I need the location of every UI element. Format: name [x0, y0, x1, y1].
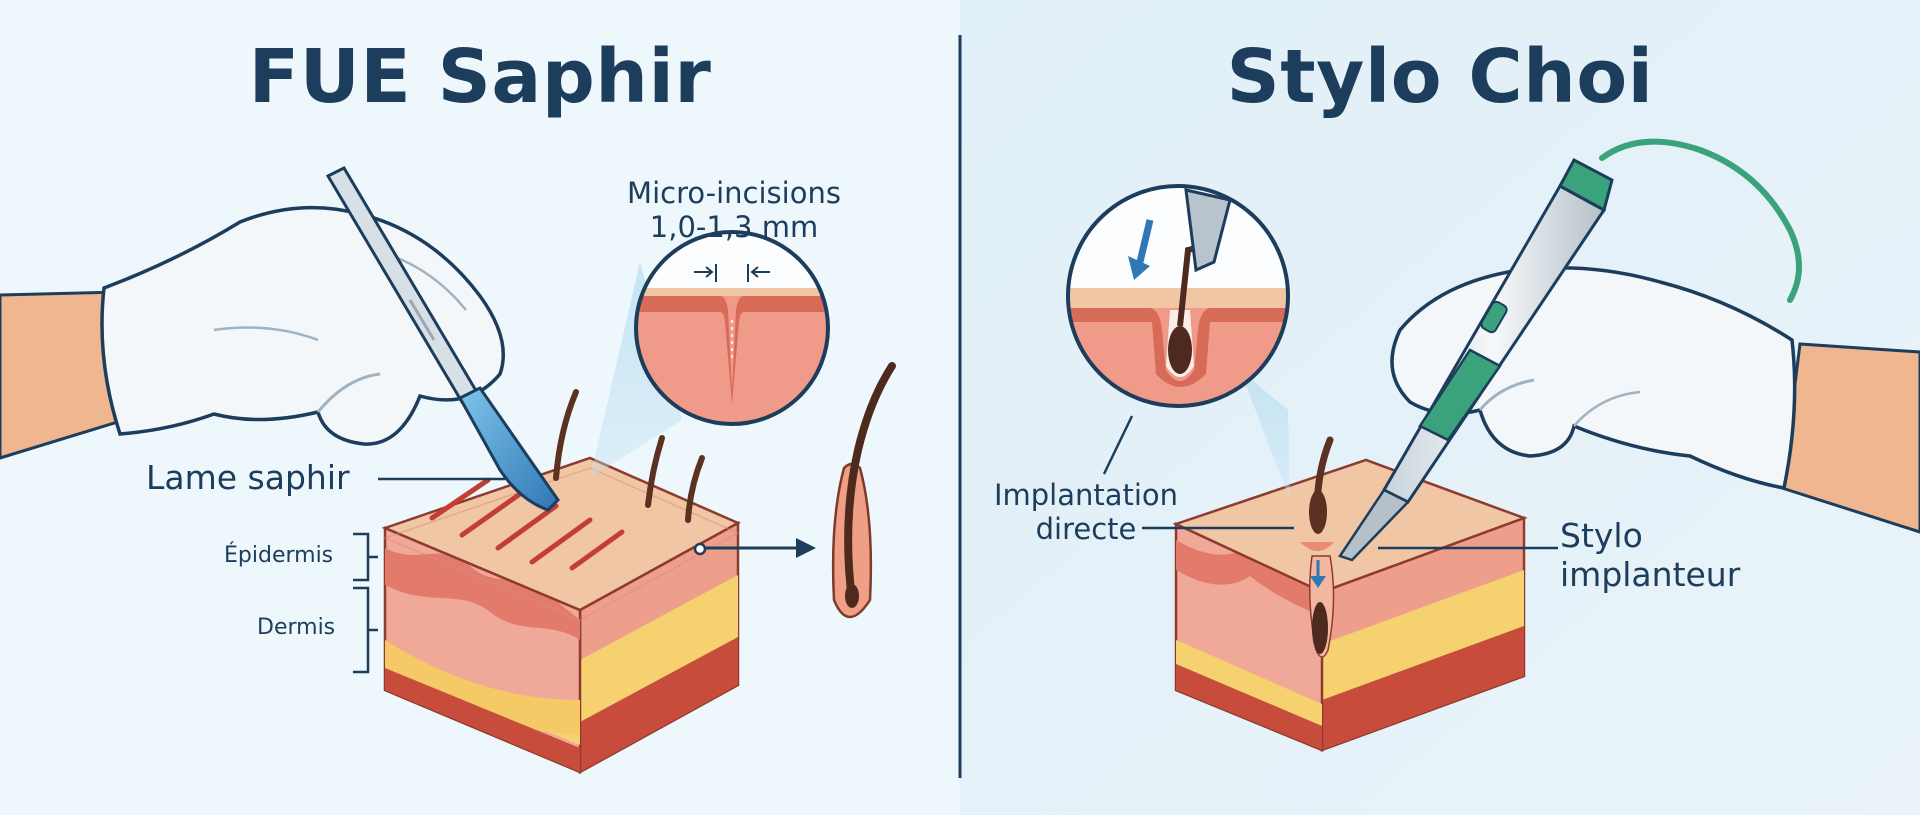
micro-incisions-label-line2: 1,0-1,3 mm [649, 210, 819, 244]
sapphire-scalpel [325, 166, 560, 512]
epidermis-label: Épidermis [224, 543, 334, 568]
micro-incisions-label: Micro-incisions 1,0-1,3 mm [606, 176, 862, 244]
implantation-directe-label-line1: Implantation [993, 478, 1179, 512]
micro-incisions-label-line1: Micro-incisions [627, 176, 841, 210]
left-panel-title: FUE Saphir [248, 34, 712, 120]
implantation-directe-label-line2: directe [1035, 512, 1137, 546]
stylo-implanteur-label: Stylo implanteur [1560, 516, 1740, 594]
left-skin-block [381, 456, 741, 775]
left-hairs [553, 389, 705, 523]
right-leader-lines [1102, 415, 1558, 550]
choi-implanter-pen [1338, 138, 1802, 562]
stylo-implanteur-label-line2: implanteur [1560, 555, 1741, 594]
follicle-graft [831, 362, 896, 619]
right-panel-title: Stylo Choi [1226, 34, 1654, 120]
graft-arrow [693, 538, 816, 558]
stylo-implanteur-label-line1: Stylo [1560, 516, 1643, 555]
incision-slits [429, 477, 625, 571]
dermis-label: Dermis [257, 615, 336, 640]
left-leader-lines [353, 477, 505, 674]
lame-saphir-label: Lame saphir [146, 458, 350, 497]
implantation-directe-label: Implantation directe [986, 478, 1186, 546]
right-magnifier-beam [1240, 370, 1290, 500]
left-magnifier-lens [634, 230, 830, 426]
left-magnifier-beam [590, 262, 682, 478]
right-skin-block [1172, 436, 1528, 752]
